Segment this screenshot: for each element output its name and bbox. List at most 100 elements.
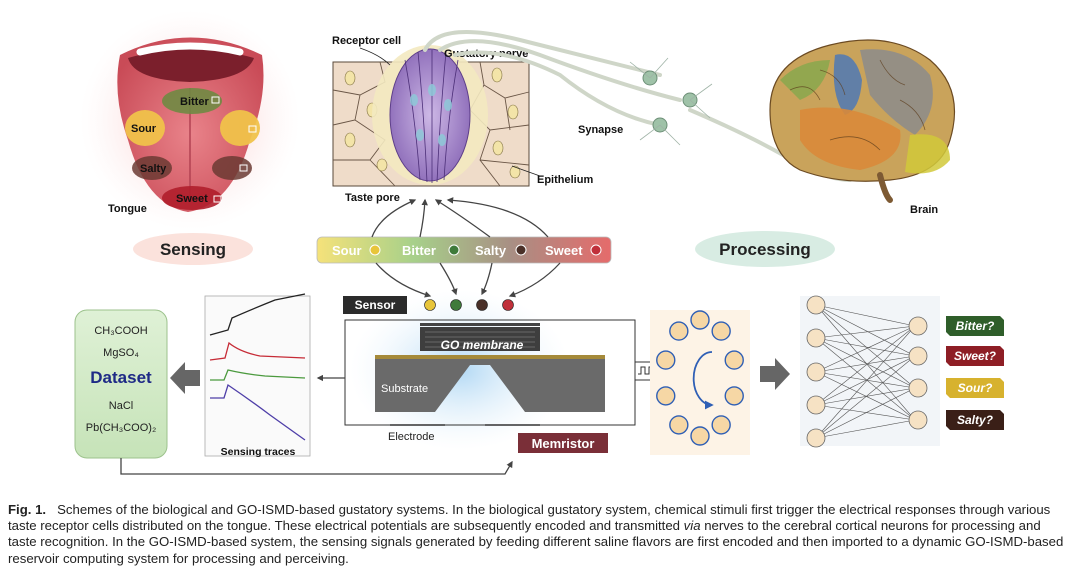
output-tag-2 <box>946 378 1004 398</box>
dataset-chem-4: Pb(CH₃COO)₂ <box>86 422 156 434</box>
readout-connection <box>815 337 916 389</box>
readout-output-node <box>908 410 928 430</box>
flavor-label-3: Sweet <box>545 243 583 258</box>
dataset-chem-2: MgSO₄ <box>103 347 139 359</box>
synapse-neurons: Synapse <box>578 57 713 146</box>
dataset-panel: CH₃COOH MgSO₄ Dataset NaCl Pb(CH₃COO)₂ <box>74 309 168 459</box>
readout-connection <box>815 304 916 421</box>
sensor-drop-1 <box>450 299 462 311</box>
readout-connection <box>815 325 916 373</box>
brain-illustration: Brain <box>769 39 956 216</box>
traces-to-dataset-arrow <box>170 362 200 394</box>
readout-network: Bitter? Sweet? Sour? Salty? <box>800 295 1004 448</box>
readout-connection <box>815 337 916 357</box>
flavor-dot-0 <box>369 244 381 256</box>
sensor-drop-3 <box>502 299 514 311</box>
memristor-tag: Memristor <box>532 436 595 451</box>
flavor-dot-3 <box>590 244 602 256</box>
readout-input-node <box>806 362 826 382</box>
sensing-traces-panel: Sensing traces <box>204 293 311 458</box>
sensor-drop-0 <box>424 299 436 311</box>
tongue-region-salty: Salty <box>140 163 167 175</box>
output-label-1: Sweet? <box>954 349 997 363</box>
tongue-region-sour: Sour <box>131 123 157 135</box>
flavor-label-1: Bitter <box>402 243 436 258</box>
memristor-device: GO membrane Substrate Electrode Sensor M… <box>343 290 636 453</box>
svg-text:Sensing: Sensing <box>160 240 226 259</box>
reservoir-node <box>656 386 676 406</box>
output-tag-0 <box>946 316 1004 336</box>
readout-output-node <box>908 378 928 398</box>
reservoir-node <box>724 386 744 406</box>
reservoir-ring <box>650 310 750 455</box>
readout-input-node <box>806 428 826 448</box>
readout-output-node <box>908 346 928 366</box>
reservoir-node <box>656 350 676 370</box>
flavor-label-0: Sour <box>332 243 362 258</box>
flavor-to-pore-arrows <box>371 197 549 238</box>
electrode-label: Electrode <box>388 431 434 443</box>
flavor-input-bar: Sour Bitter Salty Sweet <box>316 236 612 264</box>
svg-text:Sensing traces: Sensing traces <box>221 446 296 458</box>
readout-connection <box>815 304 916 357</box>
dataset-chem-3: NaCl <box>109 400 133 412</box>
caption-text-b: nerves to the cerebral cortical neurons … <box>8 518 1064 566</box>
readout-connection <box>815 304 916 327</box>
sensor-drop-2 <box>476 299 488 311</box>
output-label-3: Salty? <box>957 413 994 427</box>
readout-connection <box>815 387 916 439</box>
reservoir-to-readout-arrow <box>760 358 790 390</box>
substrate-label: Substrate <box>381 383 428 395</box>
caption-text-a: Schemes of the biological and GO-ISMD-ba… <box>8 502 1051 534</box>
reservoir-node <box>711 415 731 435</box>
readout-input-node <box>806 328 826 348</box>
receptor-cell-label: Receptor cell <box>332 35 401 47</box>
readout-input-node <box>806 395 826 415</box>
output-tag-1 <box>946 346 1004 366</box>
svg-text:Processing: Processing <box>719 240 811 259</box>
reservoir-node <box>724 350 744 370</box>
synapse-label: Synapse <box>578 124 623 136</box>
readout-connection <box>815 371 916 421</box>
figure-caption: Fig. 1. Schemes of the biological and GO… <box>8 502 1072 567</box>
caption-via: via <box>683 518 701 534</box>
sensing-stage-label: Sensing <box>133 233 253 265</box>
taste-pore-label: Taste pore <box>345 192 400 204</box>
dataset-to-memristor-arrow <box>120 458 513 475</box>
reservoir-node <box>669 321 689 341</box>
sensor-tag: Sensor <box>355 298 396 312</box>
dataset-title: Dataset <box>90 368 152 387</box>
readout-connection <box>815 325 916 339</box>
flavor-label-2: Salty <box>475 243 507 258</box>
tongue-label: Tongue <box>108 203 147 215</box>
brain-label: Brain <box>910 204 938 216</box>
readout-connection <box>815 355 916 439</box>
readout-connection <box>815 419 916 439</box>
gustatory-system-figure: Bitter Sour Salty Sweet Tongue Sensing <box>74 10 1004 475</box>
tongue-region-sweet: Sweet <box>176 193 208 205</box>
tongue-illustration: Bitter Sour Salty Sweet Tongue <box>80 10 300 230</box>
reservoir-node <box>690 426 710 446</box>
output-label-2: Sour? <box>958 381 993 395</box>
output-tag-3 <box>946 410 1004 430</box>
processing-stage-label: Processing <box>695 231 835 267</box>
go-membrane-label: GO membrane <box>441 338 524 352</box>
flavor-dot-2 <box>515 244 527 256</box>
tongue-region-bitter: Bitter <box>180 96 209 108</box>
readout-connection <box>815 404 916 421</box>
readout-input-node <box>806 295 826 315</box>
caption-fig-label: Fig. 1. <box>8 502 47 517</box>
readout-connection <box>815 325 916 406</box>
readout-connection <box>815 371 916 389</box>
readout-connection <box>815 355 916 406</box>
flavor-dot-1 <box>448 244 460 256</box>
readout-output-node <box>908 316 928 336</box>
output-label-0: Bitter? <box>956 319 995 333</box>
readout-connection <box>815 355 916 373</box>
reservoir-node <box>711 321 731 341</box>
reservoir-node <box>690 310 710 330</box>
dataset-chem-1: CH₃COOH <box>94 325 147 337</box>
readout-connection <box>815 337 916 421</box>
readout-connection <box>815 325 916 439</box>
epithelium-label: Epithelium <box>537 174 593 186</box>
